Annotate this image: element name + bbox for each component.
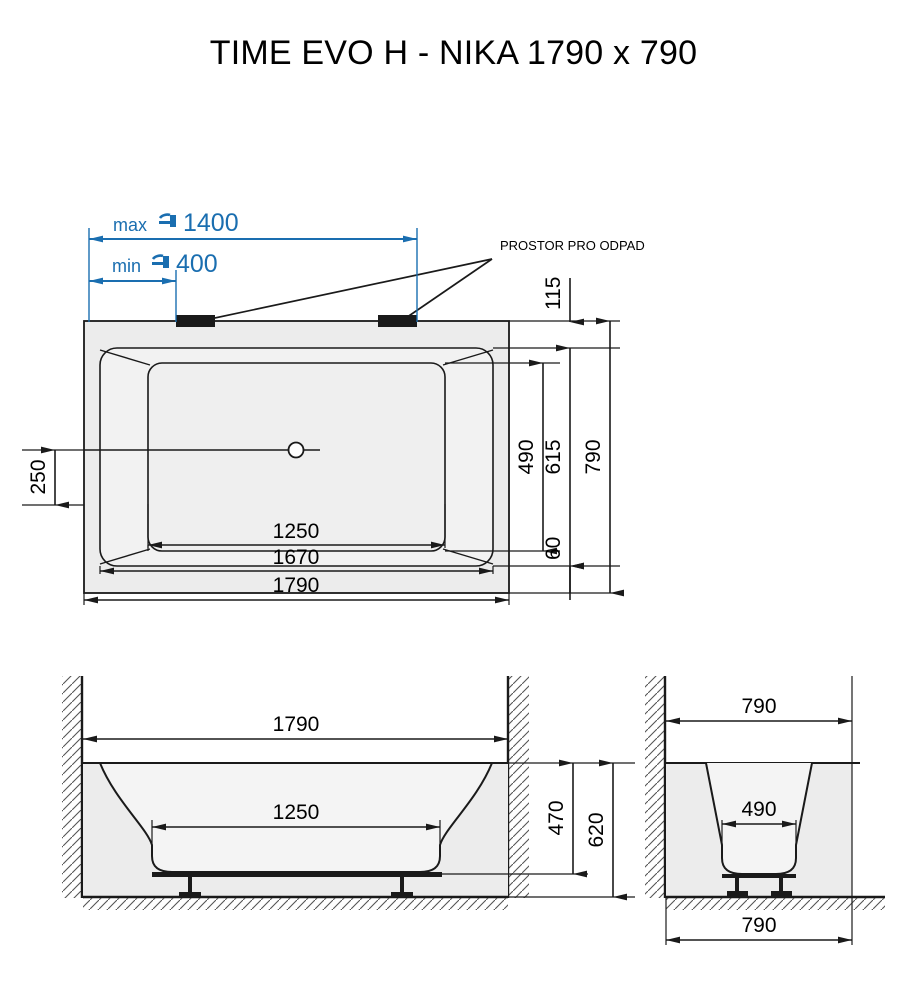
front-foot-left: [179, 892, 201, 897]
side-leg-right: [779, 878, 783, 896]
side-view-group: 790 490 790: [645, 676, 885, 945]
waste-space-label: PROSTOR PRO ODPAD: [500, 238, 645, 253]
top-view-group: PROSTOR PRO ODPAD max 1400 min 400: [22, 209, 645, 605]
side-leg-left: [735, 878, 739, 896]
side-foot-right: [771, 891, 792, 896]
dim-front-1250-value: 1250: [273, 801, 320, 824]
dim-front-470-value: 470: [545, 800, 568, 835]
dim-490-value: 490: [515, 439, 538, 474]
dim-max-value: 1400: [183, 209, 239, 237]
dim-1790-top-value: 1790: [273, 574, 320, 597]
front-wall-hatch-right: [509, 676, 529, 898]
dim-front-1790-value: 1790: [273, 713, 320, 736]
dim-side-790-bottom-value: 790: [741, 914, 776, 937]
front-tub-inner-fill: [100, 763, 492, 872]
dim-min-value: 400: [176, 250, 218, 278]
dim-60-value: 60: [542, 537, 565, 560]
side-base-plate: [722, 874, 796, 878]
page-title: TIME EVO H - NIKA 1790 x 790: [209, 34, 698, 72]
waste-space-block-left: [176, 315, 215, 327]
dim-790-top-value: 790: [582, 439, 605, 474]
faucet-icon-max: [158, 213, 176, 227]
bevel-line-bl: [99, 548, 151, 565]
leader-line-right: [399, 258, 493, 323]
front-leg-right: [400, 877, 404, 896]
side-foot-left: [727, 891, 748, 896]
drain-hole-icon: [287, 441, 305, 459]
dim-max-prefix: max: [113, 215, 147, 235]
front-foot-right: [391, 892, 413, 897]
front-view-group: 1790 1250 470 620: [62, 676, 635, 910]
front-floor-hatch: [83, 898, 508, 910]
side-tub-fill: [706, 763, 812, 874]
front-wall-hatch: [62, 676, 82, 898]
dim-1250-value: 1250: [273, 520, 320, 543]
faucet-icon-min: [151, 254, 169, 268]
dim-side-790-top-value: 790: [741, 695, 776, 718]
dim-250-value: 250: [27, 459, 50, 494]
bevel-line-tl: [99, 349, 151, 366]
dim-side-490-value: 490: [741, 798, 776, 821]
dim-615-value: 615: [542, 439, 565, 474]
waste-space-block-right: [378, 315, 417, 327]
dim-front-620-value: 620: [585, 812, 608, 847]
leader-line-left: [195, 258, 493, 323]
dim-min-prefix: min: [112, 256, 141, 276]
front-leg-left: [188, 877, 192, 896]
dim-1670-value: 1670: [273, 546, 320, 569]
side-floor-hatch: [666, 898, 885, 910]
dim-115-value: 115: [542, 277, 565, 310]
side-wall-hatch: [645, 676, 665, 898]
